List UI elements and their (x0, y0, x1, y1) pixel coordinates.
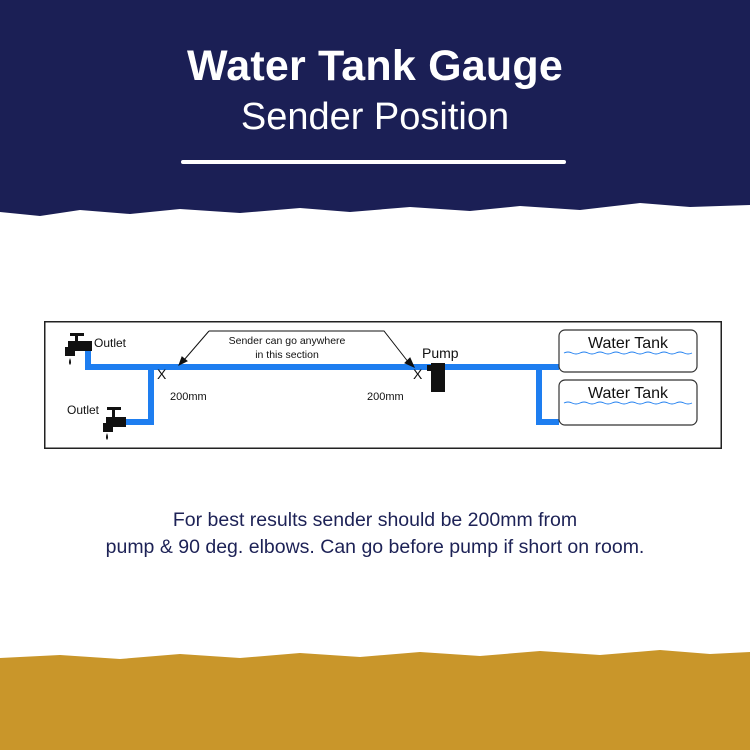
sender-marker-right: X (413, 366, 423, 382)
lower-outlet-pipe (114, 367, 154, 425)
sender-marker-left: X (157, 366, 167, 382)
water-tank-bottom (558, 379, 698, 426)
tank-top-label: Water Tank (588, 335, 669, 352)
distance-label-right: 200mm (367, 391, 404, 403)
callout-text-line1: Sender can go anywhere (229, 335, 346, 347)
tap-icon-top (65, 333, 92, 365)
outlet-bottom-label: Outlet (67, 403, 100, 417)
plumbing-diagram: Outlet Outlet X X 200mm 200mm Sender can… (44, 321, 722, 449)
pipe-network (85, 346, 559, 425)
callout-arrow-right (404, 357, 415, 368)
tap-icon-bottom (103, 407, 126, 440)
page-title: Water Tank Gauge (187, 42, 563, 90)
callout-text-line2: in this section (255, 349, 319, 361)
main-pipe (85, 346, 537, 370)
callout-line-right (209, 330, 410, 364)
header-band: Water Tank Gauge Sender Position (0, 0, 750, 230)
water-tank-top (558, 329, 698, 373)
outlet-top-label: Outlet (94, 336, 127, 350)
pump-label: Pump (422, 345, 459, 361)
pump-icon (427, 363, 445, 392)
caption: For best results sender should be 200mm … (0, 507, 750, 561)
footer-band (0, 640, 750, 750)
page-subtitle: Sender Position (240, 96, 510, 138)
tank-connector-pipe (536, 367, 559, 425)
footer-background (0, 650, 750, 750)
diagram-svg: Outlet Outlet X X 200mm 200mm Sender can… (44, 321, 722, 449)
caption-line-2: pump & 90 deg. elbows. Can go before pum… (105, 536, 645, 558)
sender-range-callout (178, 330, 415, 368)
caption-line-1: For best results sender should be 200mm … (172, 509, 578, 531)
distance-label-left: 200mm (170, 391, 207, 403)
tank-bottom-label: Water Tank (588, 385, 669, 402)
callout-line-left (183, 330, 210, 361)
callout-arrow-left (178, 356, 188, 367)
title-divider (181, 160, 566, 164)
